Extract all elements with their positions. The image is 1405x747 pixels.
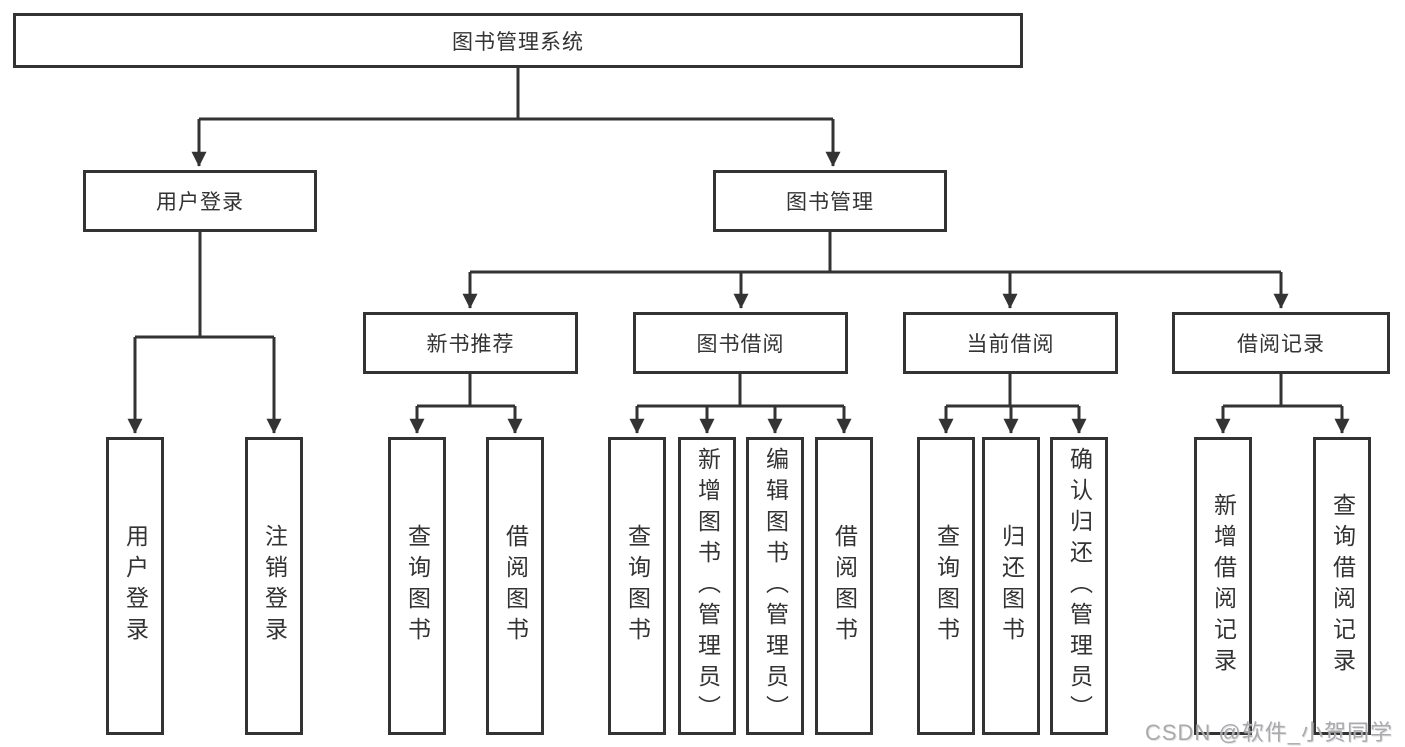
node-logout-leaf: 注销登录 [245, 437, 303, 735]
node-logout-leaf-label: 注销登录 [261, 524, 288, 648]
node-query-borrow-record: 查询借阅记录 [1313, 437, 1371, 735]
node-return-books: 归还图书 [982, 437, 1040, 735]
node-confirm-return-admin-label: 确认归还（管理员） [1066, 446, 1093, 726]
node-query-borrow-record-label: 查询借阅记录 [1329, 493, 1356, 679]
node-confirm-return-admin: 确认归还（管理员） [1050, 437, 1108, 735]
node-current-borrow-label: 当前借阅 [966, 333, 1055, 356]
node-borrow-books-recommend-label: 借阅图书 [502, 524, 529, 648]
node-return-books-label: 归还图书 [998, 524, 1025, 648]
node-user-login-leaf-label: 用户登录 [122, 524, 149, 648]
node-new-book-recommend: 新书推荐 [363, 312, 578, 374]
node-add-borrow-record: 新增借阅记录 [1194, 437, 1252, 735]
node-borrow-records-label: 借阅记录 [1237, 333, 1325, 356]
node-borrow-books-leaf: 借阅图书 [815, 437, 873, 735]
node-borrow-books-leaf-label: 借阅图书 [831, 524, 858, 648]
node-query-books-current: 查询图书 [917, 437, 975, 735]
node-borrow-records: 借阅记录 [1172, 312, 1390, 374]
node-book-management: 图书管理 [713, 170, 947, 232]
node-edit-books-admin: 编辑图书（管理员） [746, 437, 804, 735]
node-query-books-current-label: 查询图书 [933, 524, 960, 648]
node-add-books-admin-label: 新增图书（管理员） [694, 446, 721, 726]
node-borrow-books-recommend: 借阅图书 [486, 437, 544, 735]
node-root: 图书管理系统 [13, 13, 1023, 68]
node-book-borrow-label: 图书借阅 [696, 333, 785, 356]
node-query-books-borrow: 查询图书 [608, 437, 666, 735]
csdn-watermark: CSDN @软件_小贺同学 [1144, 720, 1393, 745]
node-user-login-leaf: 用户登录 [106, 437, 164, 735]
node-add-borrow-record-label: 新增借阅记录 [1210, 493, 1237, 679]
node-book-management-label: 图书管理 [786, 191, 874, 214]
node-query-books-recommend-label: 查询图书 [404, 524, 431, 648]
node-edit-books-admin-label: 编辑图书（管理员） [762, 446, 789, 726]
node-book-borrow: 图书借阅 [633, 312, 848, 374]
node-user-login-label: 用户登录 [156, 191, 244, 214]
node-query-books-borrow-label: 查询图书 [624, 524, 651, 648]
node-user-login: 用户登录 [83, 170, 317, 232]
node-add-books-admin: 新增图书（管理员） [678, 437, 736, 735]
node-current-borrow: 当前借阅 [903, 312, 1118, 374]
node-query-books-recommend: 查询图书 [388, 437, 446, 735]
node-root-label: 图书管理系统 [452, 30, 584, 54]
node-new-book-recommend-label: 新书推荐 [426, 333, 515, 356]
